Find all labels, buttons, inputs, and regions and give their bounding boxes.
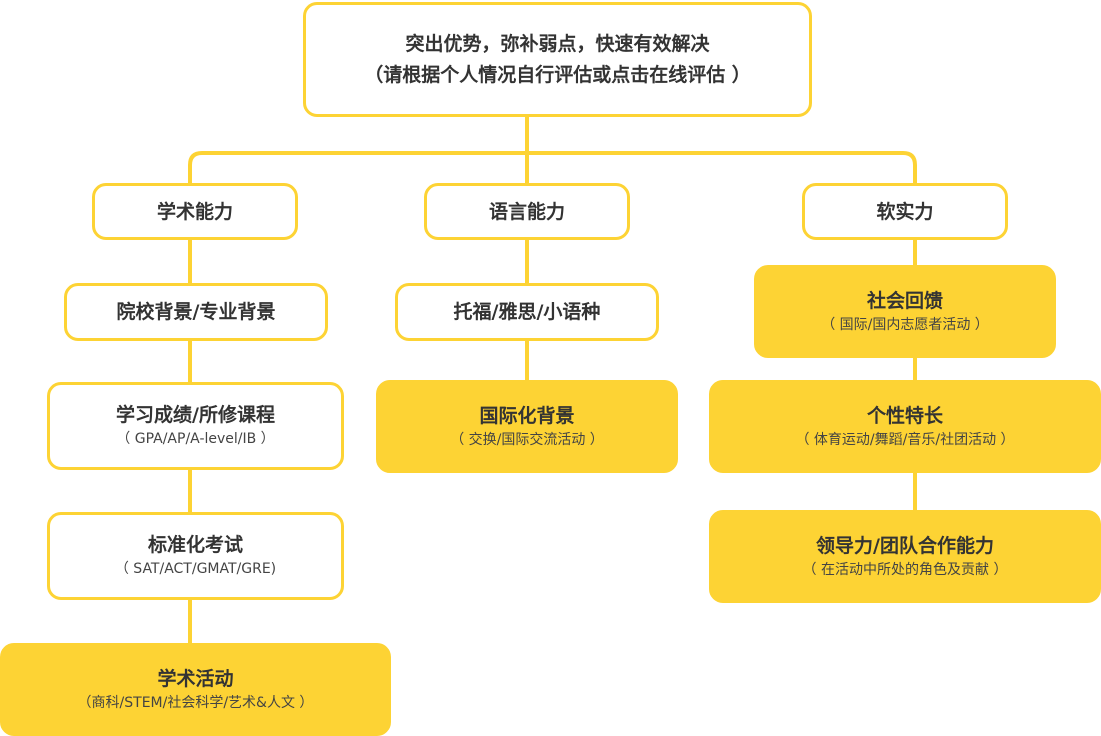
node-social-contribution-title: 社会回馈 (866, 289, 943, 312)
node-social-contribution-sub: （ 国际/国内志愿者活动 ） (821, 316, 989, 333)
node-personal-talents: 个性特长 （ 体育运动/舞蹈/音乐/社团活动 ） (709, 380, 1101, 473)
node-leadership-teamwork: 领导力/团队合作能力 （ 在活动中所处的角色及贡献 ） (709, 510, 1101, 603)
node-grades-courses-title: 学习成绩/所修课程 (116, 404, 275, 426)
node-school-background-title: 院校背景/专业背景 (116, 301, 276, 323)
node-standardized-tests: 标准化考试 （ SAT/ACT/GMAT/GRE) (47, 512, 344, 600)
node-leadership-teamwork-title: 领导力/团队合作能力 (816, 534, 994, 557)
node-academic-activities-sub: （商科/STEM/社会科学/艺术&人文 ） (77, 694, 314, 711)
root-node: 突出优势，弥补弱点，快速有效解决 （请根据个人情况自行评估或点击在线评估 ） (303, 2, 812, 117)
root-line2: （请根据个人情况自行评估或点击在线评估 ） (364, 63, 751, 86)
category-language-label: 语言能力 (488, 200, 565, 223)
node-social-contribution: 社会回馈 （ 国际/国内志愿者活动 ） (754, 265, 1056, 358)
node-academic-activities: 学术活动 （商科/STEM/社会科学/艺术&人文 ） (0, 643, 391, 736)
node-language-tests: 托福/雅思/小语种 (395, 283, 659, 341)
node-international-background-sub: （ 交换/国际交流活动 ） (450, 431, 604, 448)
connector-bar (188, 151, 917, 187)
category-soft: 软实力 (802, 183, 1008, 240)
node-grades-courses: 学习成绩/所修课程 （ GPA/AP/A-level/IB ） (47, 382, 344, 470)
node-school-background: 院校背景/专业背景 (64, 283, 328, 341)
node-leadership-teamwork-sub: （ 在活动中所处的角色及贡献 ） (802, 561, 1008, 578)
node-international-background: 国际化背景 （ 交换/国际交流活动 ） (376, 380, 678, 473)
node-personal-talents-title: 个性特长 (866, 404, 943, 427)
node-international-background-title: 国际化背景 (479, 404, 575, 427)
node-standardized-tests-title: 标准化考试 (147, 534, 243, 556)
node-standardized-tests-sub: （ SAT/ACT/GMAT/GRE) (114, 561, 277, 577)
category-academic-label: 学术能力 (156, 200, 233, 223)
root-line1: 突出优势，弥补弱点，快速有效解决 (405, 32, 710, 55)
node-academic-activities-title: 学术活动 (157, 667, 234, 690)
node-grades-courses-sub: （ GPA/AP/A-level/IB ） (116, 431, 275, 447)
category-soft-label: 软实力 (876, 200, 934, 223)
node-language-tests-title: 托福/雅思/小语种 (453, 301, 601, 323)
node-personal-talents-sub: （ 体育运动/舞蹈/音乐/社团活动 ） (795, 431, 1015, 448)
category-language: 语言能力 (424, 183, 630, 240)
category-academic: 学术能力 (92, 183, 298, 240)
